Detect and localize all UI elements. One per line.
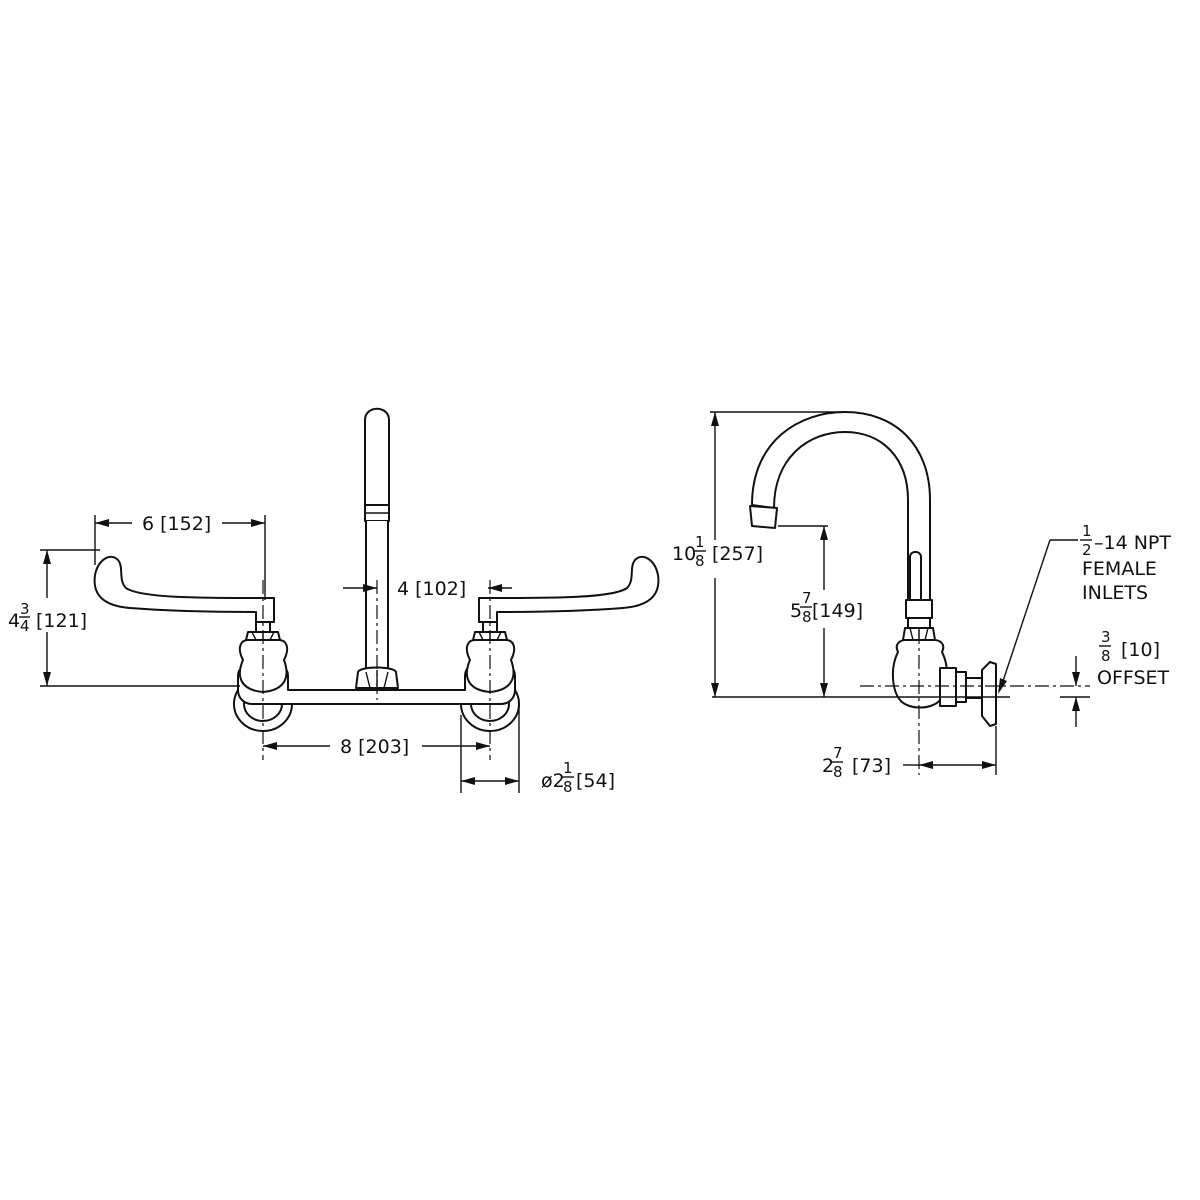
dim-handle-height-metric: [121] xyxy=(36,610,87,632)
dim-offset xyxy=(1060,656,1090,727)
dim-flange-metric: [54] xyxy=(576,770,615,792)
inlet-den: 2 xyxy=(1082,541,1092,559)
dim-spout-height-den: 8 xyxy=(802,608,812,626)
side-view: 10 1 8 [257] 5 7 8 [149] 2 7 8 [73] xyxy=(672,411,1171,781)
dim-offset-den: 8 xyxy=(1101,647,1111,665)
dim-spout-height-num: 7 xyxy=(802,589,812,607)
dim-handle-reach xyxy=(94,515,266,600)
dim-total-height-num: 1 xyxy=(695,533,705,551)
dim-flange-diameter xyxy=(460,704,520,793)
dim-handle-height xyxy=(40,549,240,687)
dim-projection-whole: 2 xyxy=(822,755,834,777)
dim-projection xyxy=(903,726,997,775)
left-wrist-blade-handle xyxy=(93,555,275,623)
dim-spout-height-whole: 5 xyxy=(790,600,802,622)
dim-spout-height xyxy=(778,525,828,697)
dim-projection-metric: [73] xyxy=(852,755,891,777)
right-wrist-blade-handle xyxy=(478,555,660,623)
leader-inlets xyxy=(998,539,1078,694)
dim-handle-height-whole: 4 xyxy=(8,610,20,632)
dim-projection-den: 8 xyxy=(833,763,843,781)
dim-total-height xyxy=(710,411,845,697)
dim-spout-offset xyxy=(343,584,512,592)
dim-offset-label: OFFSET xyxy=(1097,667,1170,689)
left-valve xyxy=(93,555,289,693)
dim-centers-label: 8 [203] xyxy=(340,736,409,758)
dim-total-height-metric: [257] xyxy=(712,543,763,565)
front-view: 6 [152] 4 [102] 4 3 4 [121] xyxy=(8,407,660,796)
inlet-line3: INLETS xyxy=(1082,582,1148,604)
wall-flange-side xyxy=(981,661,997,727)
dim-offset-metric: [10] xyxy=(1121,639,1160,661)
dim-flange-num: 1 xyxy=(563,759,573,777)
right-valve xyxy=(465,555,660,693)
inlet-thread: –14 NPT xyxy=(1094,532,1171,554)
inlet-line2: FEMALE xyxy=(1082,558,1157,580)
dim-handle-height-den: 4 xyxy=(20,617,30,635)
dim-projection-num: 7 xyxy=(833,744,843,762)
dim-total-height-whole: 10 xyxy=(672,543,696,565)
dim-flange-den: 8 xyxy=(563,778,573,796)
inlet-num: 1 xyxy=(1082,522,1092,540)
dim-flange-prefix: ø2 xyxy=(541,770,565,792)
dim-centers xyxy=(263,742,490,750)
dim-total-height-den: 8 xyxy=(695,552,705,570)
gooseneck-spout-front xyxy=(355,407,399,689)
dim-spout-height-metric: [149] xyxy=(812,600,863,622)
dim-offset-num: 3 xyxy=(1101,628,1111,646)
dim-handle-reach-label: 6 [152] xyxy=(142,513,211,535)
dim-spout-offset-label: 4 [102] xyxy=(397,578,466,600)
dim-handle-height-num: 3 xyxy=(20,600,30,618)
